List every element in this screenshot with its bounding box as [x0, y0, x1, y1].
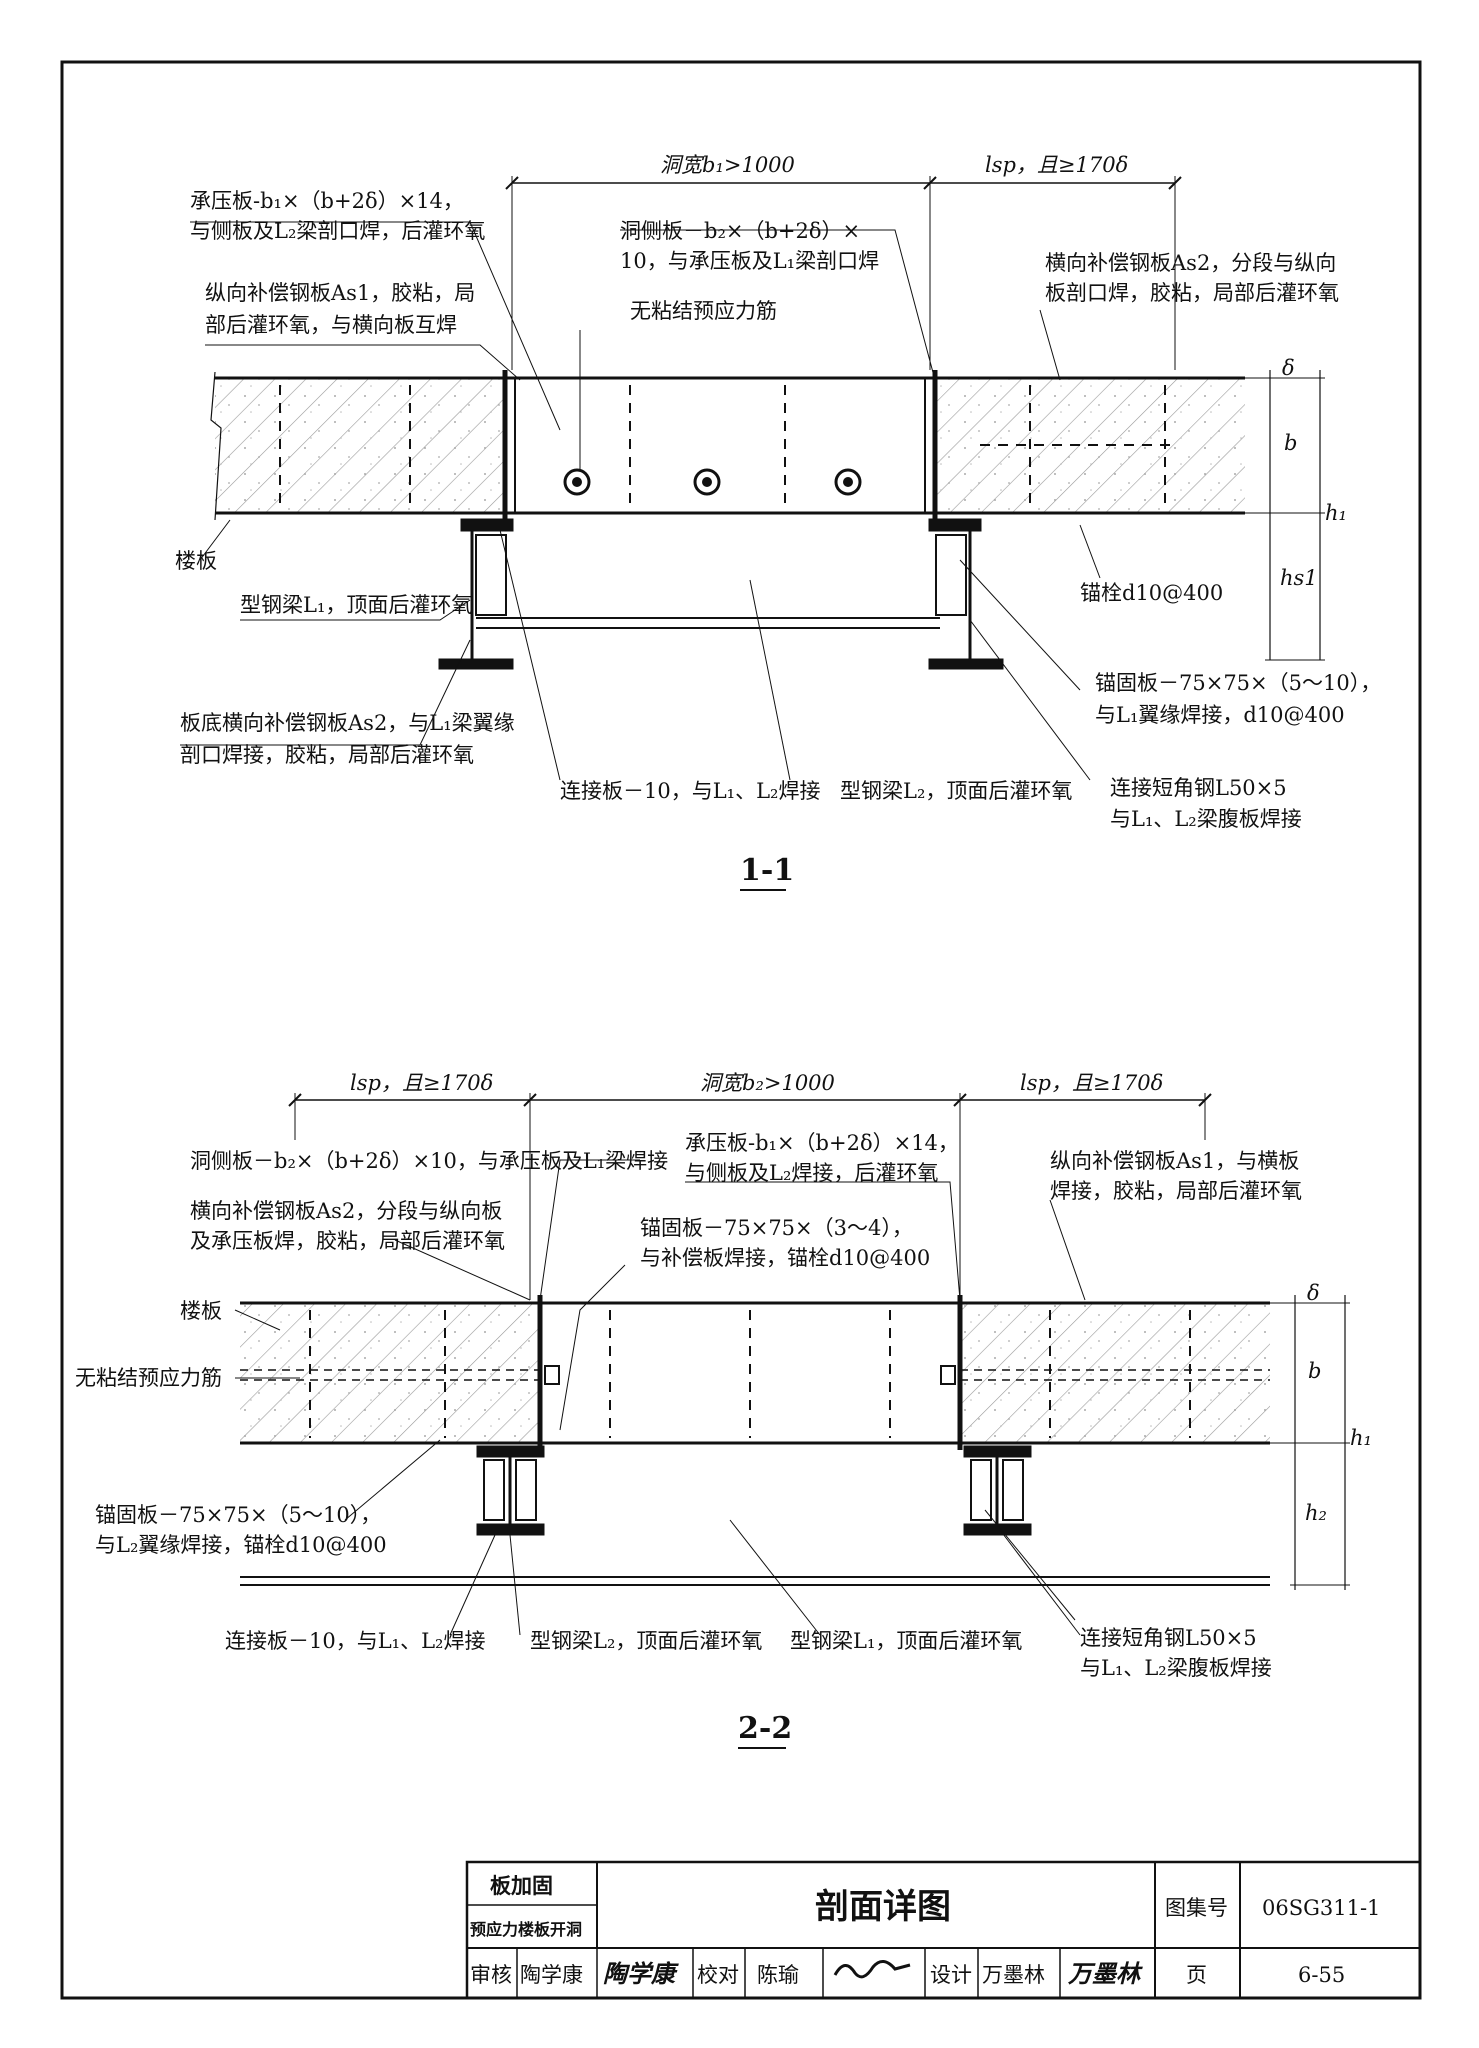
s2-trans-comp-plate-l1: 横向补偿钢板As2，分段与纵向板 — [190, 1199, 502, 1223]
tb-designer: 万墨林 — [982, 1963, 1045, 1987]
s2-anchor-plate-top-l1: 锚固板－75×75×（3～4）， — [640, 1216, 913, 1240]
s1-trans-comp-plate-l1: 横向补偿钢板As2，分段与纵向 — [1045, 251, 1336, 275]
s2-long-comp-plate-l1: 纵向补偿钢板As1，与横板 — [1050, 1149, 1299, 1173]
s2-tendon-anchor-left — [544, 1365, 560, 1385]
s1-steel-beam-L2: 型钢梁L₂，顶面后灌环氧 — [840, 779, 1072, 803]
section-2-2: lsp，且≥170δ 洞宽b₂>1000 lsp，且≥170δ — [75, 1071, 1372, 1749]
tb-category: 板加固 — [490, 1873, 553, 1898]
s2-bearing-plate-l2: 与侧板及L₂焊接，后灌环氧 — [685, 1161, 938, 1185]
s2-short-angle-l2: 与L₁、L₂梁腹板焊接 — [1080, 1656, 1272, 1680]
s1-anchor-plate-l1: 锚固板－75×75×（5～10）， — [1095, 671, 1381, 695]
s2-b-dim: b — [1308, 1359, 1321, 1383]
s2-h1-dim: h₁ — [1350, 1426, 1372, 1450]
s2-beam-L2-left — [476, 1445, 545, 1536]
s1-b-dim: b — [1284, 431, 1297, 455]
tb-page-no: 6-55 — [1298, 1963, 1345, 1987]
s1-anchor-plate-l2: 与L₁翼缘焊接，d10@400 — [1095, 703, 1345, 727]
tb-page-label: 页 — [1186, 1963, 1207, 1987]
s2-anchor-plate-top-l2: 与补偿板焊接，锚栓d10@400 — [640, 1246, 930, 1270]
s1-anchor-bolt: 锚栓d10@400 — [1080, 581, 1223, 605]
tb-atlas-label: 图集号 — [1165, 1896, 1228, 1920]
s1-beam-L1-right — [928, 518, 1004, 670]
tb-reviewer-signature: 陶学康 — [603, 1959, 679, 1988]
s2-steel-beam-L2: 型钢梁L₂，顶面后灌环氧 — [530, 1629, 762, 1653]
s1-long-comp-plate-l1: 纵向补偿钢板As1，胶粘，局 — [205, 281, 475, 305]
s1-hole-width-dim: 洞宽b₁>1000 — [660, 153, 795, 177]
s2-lsp-left-dim: lsp，且≥170δ — [350, 1071, 493, 1095]
s2-h2-dim: h₂ — [1305, 1501, 1327, 1525]
s2-beam-L2-right — [963, 1445, 1032, 1536]
s1-hole-side-plate-l2: 10，与承压板及L₁梁剖口焊 — [620, 249, 879, 273]
s2-slab-label: 楼板 — [180, 1299, 222, 1323]
tb-review-label: 审核 — [470, 1963, 512, 1987]
s1-beam-L1-left — [438, 518, 940, 670]
tb-design-label: 设计 — [930, 1963, 972, 1987]
s1-bearing-plate-l2: 与侧板及L₂梁剖口焊，后灌环氧 — [190, 219, 485, 243]
s1-tendon-3 — [834, 468, 862, 496]
tb-subcategory: 预应力楼板开洞 — [470, 1920, 582, 1939]
s1-h1-dim: h₁ — [1325, 501, 1347, 525]
tb-checker-signature — [833, 1960, 911, 1979]
s1-tendon-1 — [563, 468, 591, 496]
s1-hs1-dim: hs1 — [1280, 566, 1318, 590]
title-block: 板加固 预应力楼板开洞 剖面详图 图集号 06SG311-1 审核 陶学康 陶学… — [465, 1860, 1422, 2000]
section-1-1: 洞宽b₁>1000 lsp，且≥170δ — [175, 153, 1381, 891]
s2-long-comp-plate-l2: 焊接，胶粘，局部后灌环氧 — [1050, 1179, 1302, 1203]
s1-bottom-trans-plate-l2: 剖口焊接，胶粘，局部后灌环氧 — [180, 743, 474, 767]
s2-anchor-plate-l2: 与L₂翼缘焊接，锚栓d10@400 — [95, 1533, 387, 1557]
s2-hole-width-dim: 洞宽b₂>1000 — [700, 1071, 835, 1095]
s2-short-angle-l1: 连接短角钢L50×5 — [1080, 1626, 1257, 1650]
sheet-border — [60, 60, 1422, 2000]
s2-section-title: 2-2 — [738, 1711, 792, 1746]
s2-trans-comp-plate-l2: 及承压板焊，胶粘，局部后灌环氧 — [190, 1229, 505, 1253]
s1-slab-label: 楼板 — [175, 549, 217, 573]
tb-checker: 陈瑜 — [757, 1963, 799, 1987]
s2-tendon-anchor-right — [940, 1365, 956, 1385]
s1-bottom-trans-plate-l1: 板底横向补偿钢板As2，与L₁梁翼缘 — [180, 711, 515, 735]
s2-lsp-right-dim: lsp，且≥170δ — [1020, 1071, 1163, 1095]
s2-bearing-plate-l1: 承压板-b₁×（b+2δ）×14， — [685, 1131, 959, 1155]
s2-delta-dim: δ — [1307, 1281, 1320, 1305]
tb-reviewer: 陶学康 — [520, 1963, 583, 1987]
s1-unbonded-tendon: 无粘结预应力筋 — [630, 299, 777, 323]
s2-beam-L1 — [240, 1576, 1270, 1586]
tb-atlas-no: 06SG311-1 — [1262, 1896, 1380, 1920]
tb-check-label: 校对 — [697, 1963, 739, 1987]
s2-unbonded-tendon: 无粘结预应力筋 — [75, 1366, 222, 1390]
s1-trans-comp-plate-l2: 板剖口焊，胶粘，局部后灌环氧 — [1045, 281, 1339, 305]
s1-delta-dim: δ — [1282, 356, 1295, 380]
s2-steel-beam-L1: 型钢梁L₁，顶面后灌环氧 — [790, 1629, 1022, 1653]
s1-short-angle-l1: 连接短角钢L50×5 — [1110, 776, 1287, 800]
s1-bearing-plate-l1: 承压板-b₁×（b+2δ）×14， — [190, 189, 464, 213]
s1-tendon-2 — [693, 468, 721, 496]
s1-lsp-dim: lsp，且≥170δ — [985, 153, 1128, 177]
tb-designer-signature: 万墨林 — [1067, 1959, 1143, 1988]
s1-short-angle-l2: 与L₁、L₂梁腹板焊接 — [1110, 807, 1302, 831]
s2-connect-plate: 连接板－10，与L₁、L₂焊接 — [225, 1629, 485, 1653]
s1-steel-beam-L1: 型钢梁L₁，顶面后灌环氧 — [240, 593, 472, 617]
tb-drawing-title: 剖面详图 — [815, 1887, 951, 1927]
s1-hole-side-plate-l1: 洞侧板－b₂×（b+2δ）× — [620, 219, 860, 243]
s2-anchor-plate-l1: 锚固板－75×75×（5～10）， — [95, 1503, 381, 1527]
s1-section-title: 1-1 — [740, 853, 794, 888]
s1-connect-plate: 连接板－10，与L₁、L₂焊接 — [560, 779, 820, 803]
s2-hole-side-plate: 洞侧板－b₂×（b+2δ）×10，与承压板及L₁梁焊接 — [190, 1149, 668, 1173]
s1-long-comp-plate-l2: 部后灌环氧，与横向板互焊 — [205, 313, 457, 337]
